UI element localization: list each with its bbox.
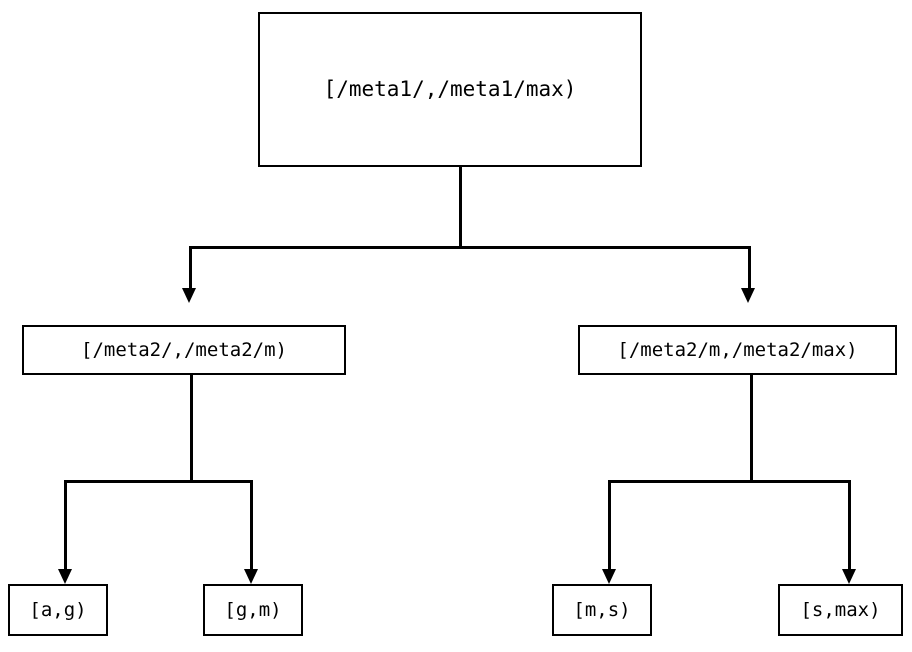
node-leaf-ms-label: [m,s) (573, 598, 631, 621)
arrowhead-root-to-mid-right (741, 288, 755, 303)
edge-root-bus (189, 246, 751, 249)
node-mid-left[interactable]: [/meta2/,/meta2/m) (22, 325, 346, 375)
edge-root-to-mid-right-drop (748, 246, 751, 288)
node-mid-right-label: [/meta2/m,/meta2/max) (617, 338, 858, 361)
edge-root-to-mid-left-drop (189, 246, 192, 288)
node-leaf-ag-label: [a,g) (29, 598, 87, 621)
edge-mid-right-stem (750, 375, 753, 483)
node-root-label: [/meta1/,/meta1/max) (323, 77, 577, 101)
node-mid-right[interactable]: [/meta2/m,/meta2/max) (578, 325, 897, 375)
arrowhead-mid-left-to-leaf-ag (58, 569, 72, 584)
node-leaf-gm[interactable]: [g,m) (203, 584, 303, 636)
node-leaf-ag[interactable]: [a,g) (8, 584, 108, 636)
arrowhead-root-to-mid-left (182, 288, 196, 303)
arrowhead-mid-left-to-leaf-gm (244, 569, 258, 584)
node-leaf-smax[interactable]: [s,max) (778, 584, 903, 636)
edge-mid-left-to-leaf-ag-drop (64, 480, 67, 569)
edge-mid-left-bus (64, 480, 253, 483)
edge-mid-right-bus (608, 480, 851, 483)
edge-mid-right-to-leaf-ms-drop (608, 480, 611, 569)
node-leaf-gm-label: [g,m) (224, 598, 282, 621)
edge-mid-right-to-leaf-smax-drop (848, 480, 851, 569)
node-root[interactable]: [/meta1/,/meta1/max) (258, 12, 642, 167)
edge-mid-left-to-leaf-gm-drop (250, 480, 253, 569)
arrowhead-mid-right-to-leaf-ms (602, 569, 616, 584)
node-leaf-smax-label: [s,max) (800, 598, 881, 621)
node-leaf-ms[interactable]: [m,s) (552, 584, 652, 636)
arrowhead-mid-right-to-leaf-smax (842, 569, 856, 584)
edge-root-stem (459, 167, 462, 249)
node-mid-left-label: [/meta2/,/meta2/m) (81, 338, 287, 361)
edge-mid-left-stem (190, 375, 193, 483)
